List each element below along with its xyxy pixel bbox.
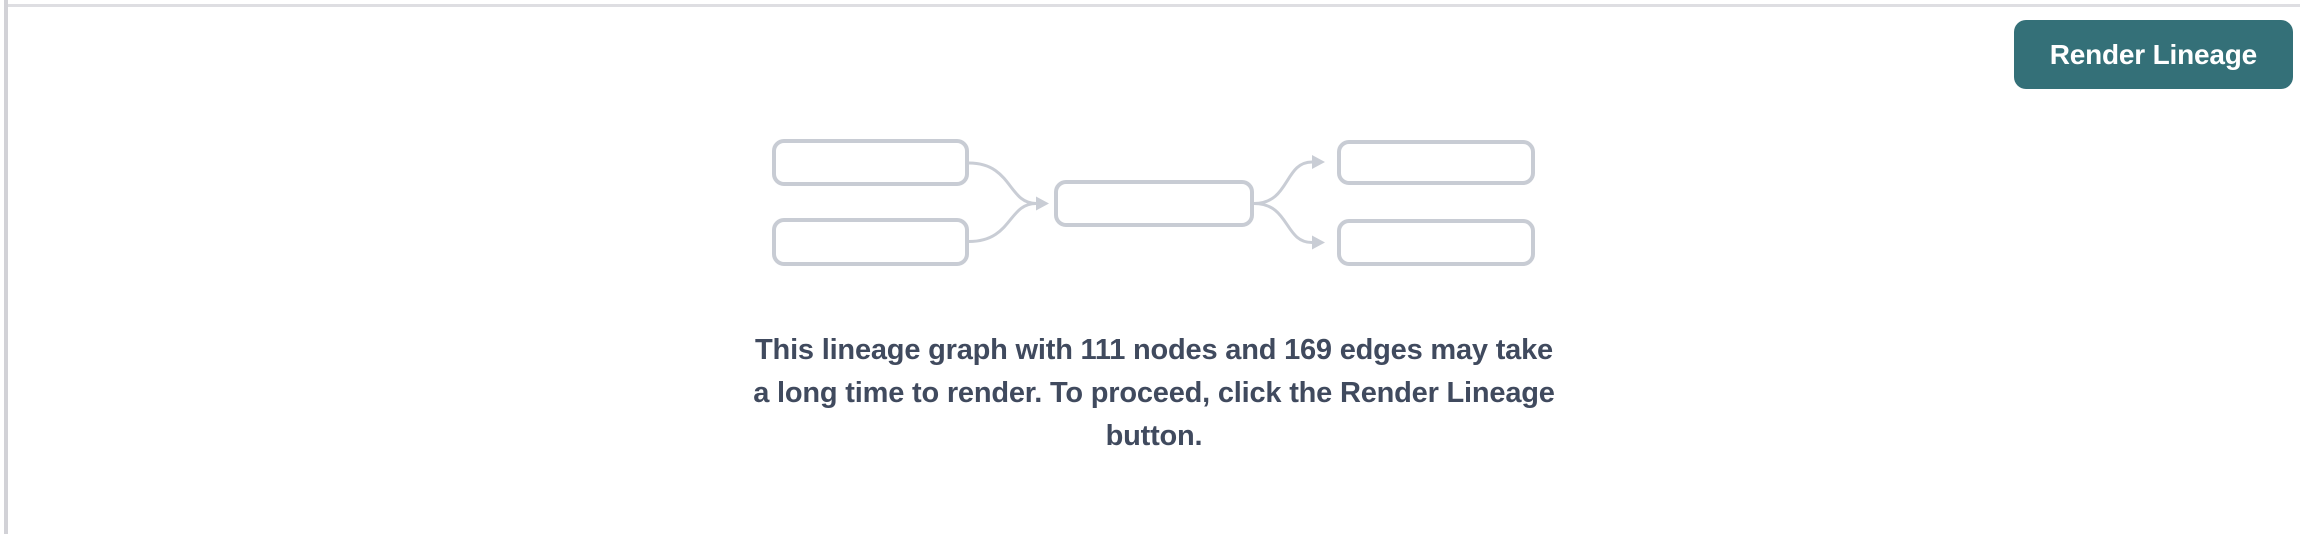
lineage-graph-icon <box>772 139 1535 266</box>
render-lineage-button-label: Render Lineage <box>2049 38 2257 70</box>
panel-left-border <box>4 0 8 534</box>
placeholder-node <box>1337 140 1535 185</box>
placeholder-edge <box>968 161 1037 205</box>
placeholder-edge <box>1253 160 1313 205</box>
placeholder-node <box>1337 219 1535 266</box>
placeholder-node <box>1054 180 1254 227</box>
placeholder-edge <box>968 202 1037 243</box>
lineage-warning-message: This lineage graph with 111 nodes and 16… <box>753 329 1555 458</box>
placeholder-node <box>772 139 969 186</box>
message-line: button. <box>1105 420 1203 452</box>
placeholder-node <box>772 218 969 266</box>
render-lineage-button[interactable]: Render Lineage <box>2013 20 2293 89</box>
arrowhead-icon <box>1312 235 1325 250</box>
panel-top-border <box>4 4 2300 7</box>
arrowhead-icon <box>1312 155 1325 169</box>
message-line: This lineage graph with 111 nodes and 16… <box>755 334 1553 366</box>
arrowhead-icon <box>1036 196 1049 211</box>
placeholder-edge <box>1253 202 1313 244</box>
message-line: a long time to render. To proceed, click… <box>753 377 1555 409</box>
